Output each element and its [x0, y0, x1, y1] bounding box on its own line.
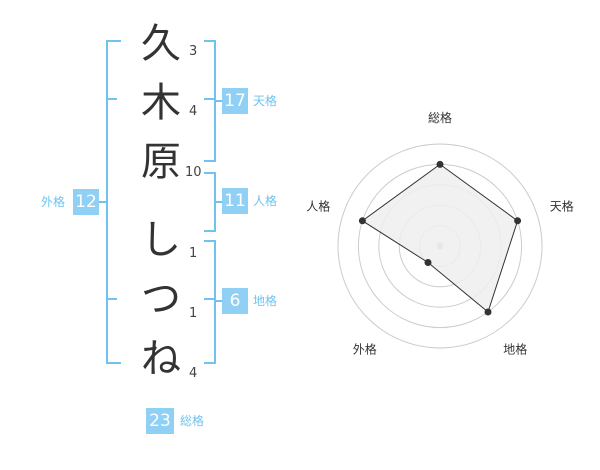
chikaku-bracket [204, 240, 216, 364]
name-char-4: し [141, 217, 181, 263]
radar-point-5 [358, 217, 366, 225]
stroke-count-5: 1 [189, 306, 198, 321]
name-char-2: 木 [141, 80, 181, 126]
tenkaku-connector [214, 100, 222, 102]
gaikaku-bracket-tick-2 [106, 298, 117, 300]
soukaku-score: 23 [146, 408, 174, 434]
radar-grid-ring-5 [337, 143, 543, 349]
stroke-count-1: 3 [189, 44, 198, 59]
gaikaku-score: 12 [73, 189, 99, 215]
name-char-3: 原 [141, 139, 181, 185]
name-char-6: ね [141, 336, 181, 382]
chikaku-score: 6 [222, 288, 248, 314]
stroke-count-6: 4 [189, 366, 198, 381]
tenkaku-score: 17 [222, 88, 248, 114]
radar-axis-label-3: 地格 [503, 342, 527, 357]
chikaku-bracket-tick [204, 298, 214, 300]
soukaku-label: 総格 [180, 414, 205, 428]
radar-polygon [361, 163, 519, 313]
stroke-count-4: 1 [189, 246, 198, 261]
jinkaku-connector [214, 201, 222, 203]
tenkaku-label: 天格 [253, 94, 278, 108]
name-char-5: つ [141, 276, 181, 322]
gaikaku-bracket-tick-1 [106, 98, 117, 100]
radar-point-4 [424, 259, 432, 266]
stroke-count-2: 4 [189, 104, 198, 119]
radar-axis-label-4: 外格 [353, 342, 377, 357]
radar-point-2 [514, 217, 522, 225]
gaikaku-bracket [106, 40, 121, 364]
jinkaku-label: 人格 [253, 194, 278, 208]
tenkaku-bracket-tick [204, 98, 214, 100]
radar-point-1 [436, 160, 444, 168]
radar-axis-label-2: 天格 [550, 198, 574, 213]
chikaku-label: 地格 [253, 294, 278, 308]
chikaku-connector [214, 300, 222, 302]
radar-axis-label-1: 総格 [428, 110, 452, 125]
radar-axis-label-5: 人格 [306, 198, 330, 213]
jinkaku-score: 11 [222, 188, 248, 214]
gaikaku-label: 外格 [41, 195, 66, 209]
gaikaku-connector [99, 201, 106, 203]
stroke-count-3: 10 [185, 165, 202, 180]
radar-point-3 [484, 308, 492, 316]
name-char-1: 久 [141, 21, 181, 67]
